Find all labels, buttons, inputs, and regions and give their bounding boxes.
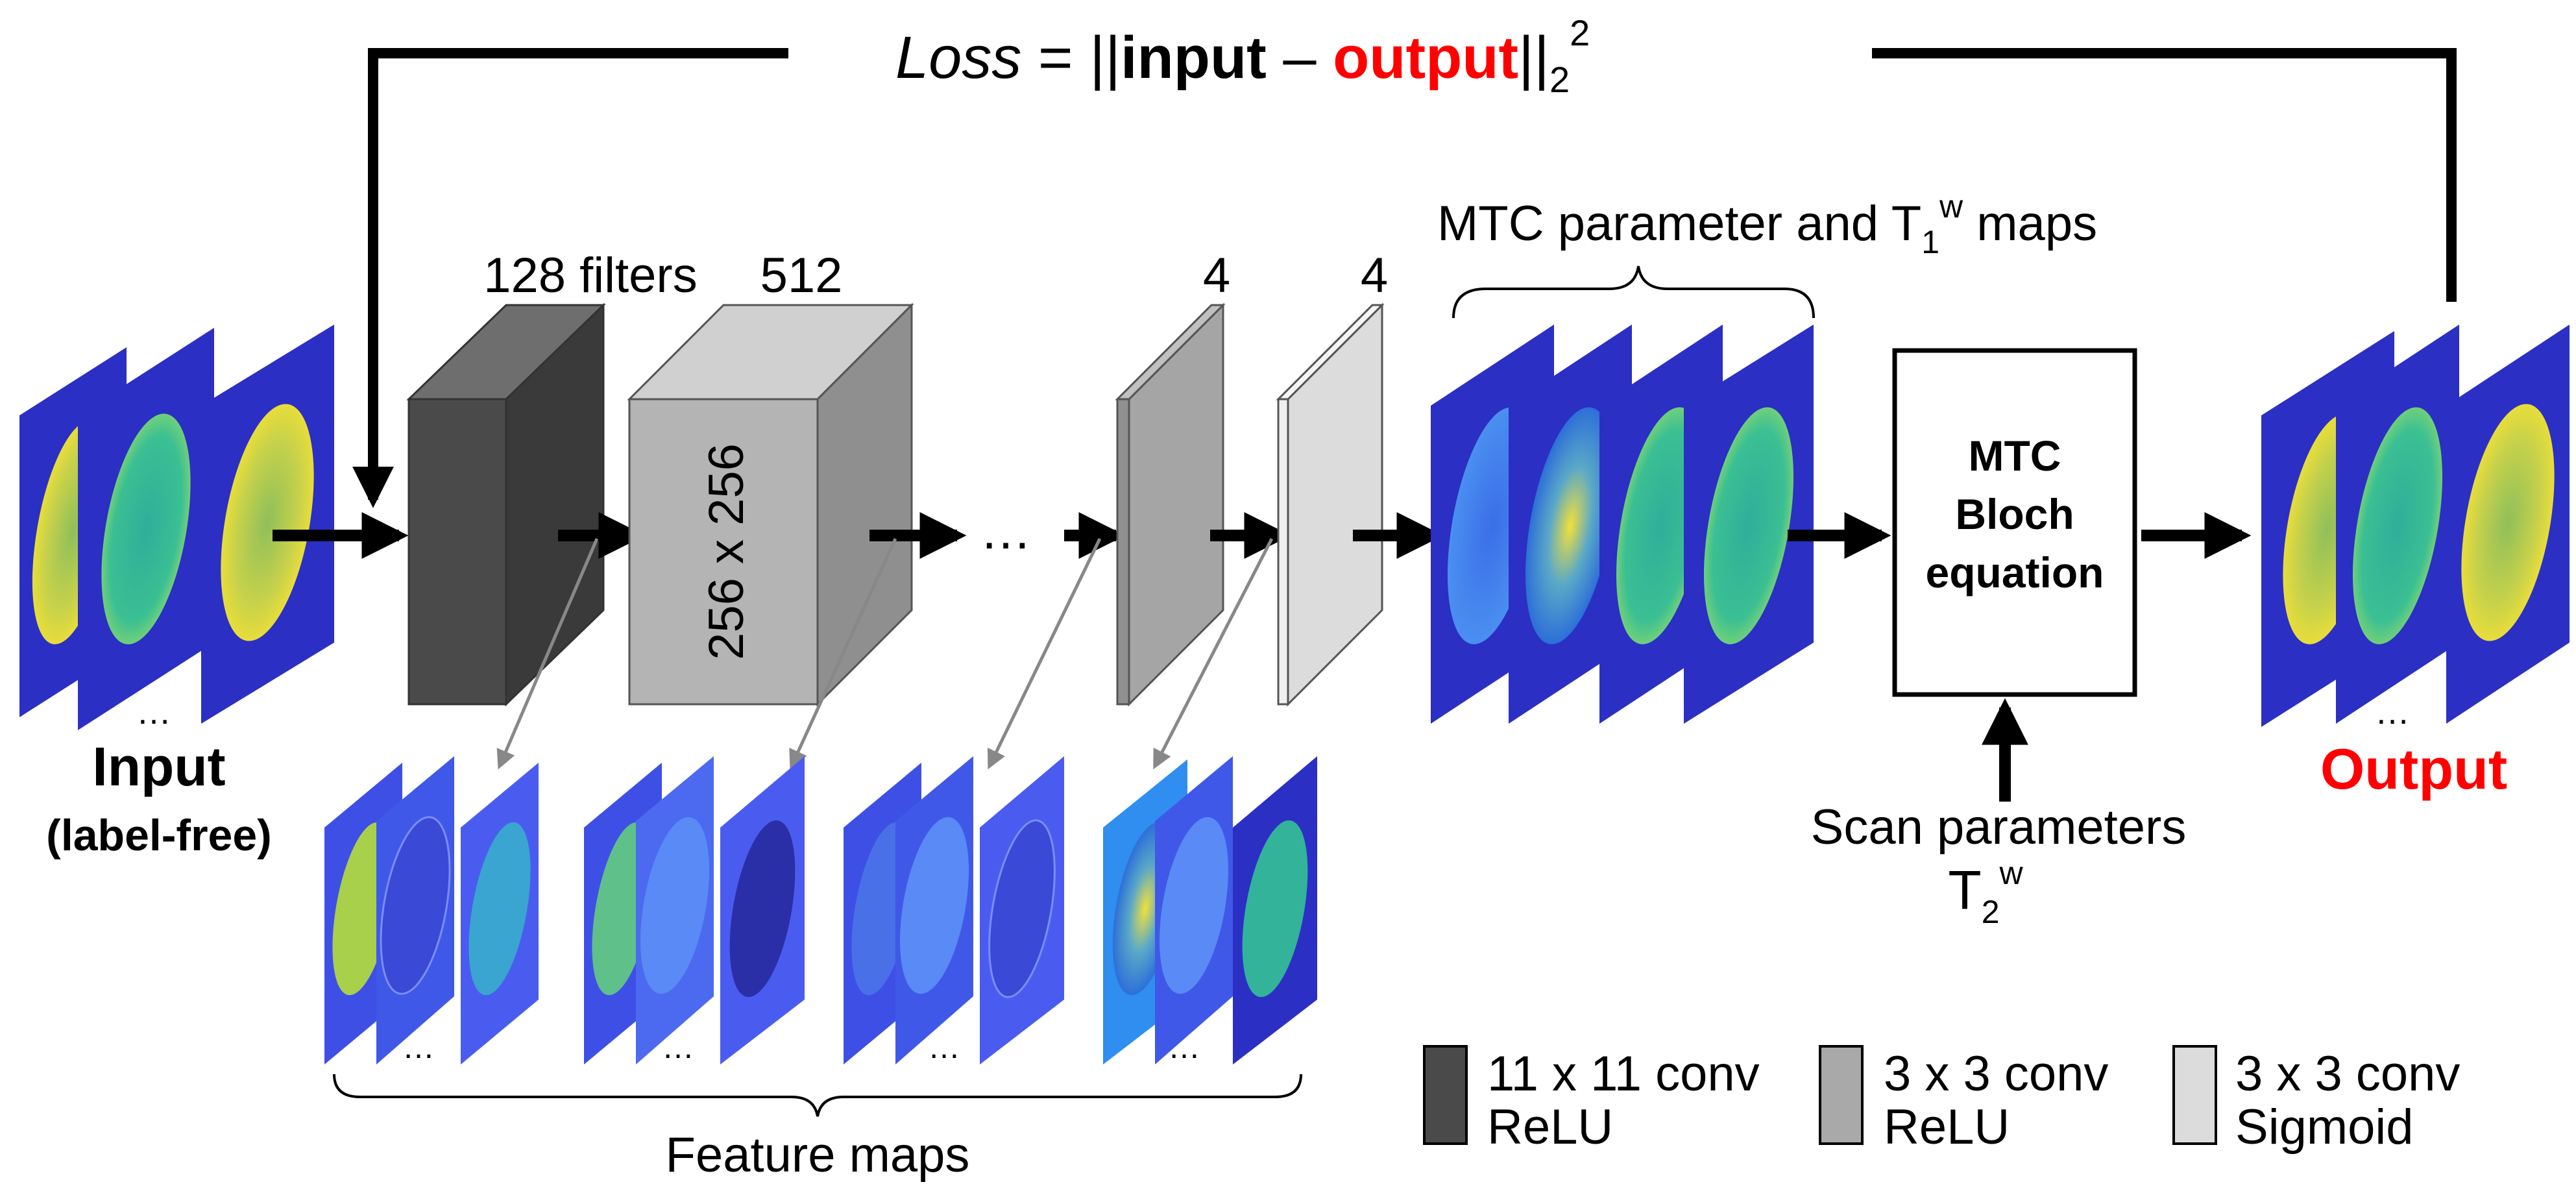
input-subtitle: (label-free): [46, 811, 272, 860]
svg-text:…: …: [928, 1029, 960, 1065]
input-slice-3: [201, 325, 334, 724]
feature-group-3: …: [844, 756, 1064, 1065]
mtc-maps-label: MTC parameter and T1w maps: [1437, 188, 2097, 260]
output-title: Output: [2320, 737, 2507, 801]
layers-ellipsis: …: [980, 502, 1032, 560]
legend-item-2: 3 x 3 conv ReLU: [1819, 1045, 2108, 1155]
svg-text:…: …: [662, 1029, 694, 1065]
feature-group-1: …: [324, 756, 539, 1065]
feature-maps-label: Feature maps: [666, 1127, 970, 1183]
bloch-equation-box: MTC Bloch equation: [1892, 348, 2137, 697]
bloch-line-3: equation: [1926, 548, 2104, 596]
conv-block-1: [406, 302, 606, 707]
bloch-line-1: MTC: [1969, 432, 2061, 480]
input-dots: …: [136, 693, 171, 732]
svg-text:ReLU: ReLU: [1884, 1100, 2010, 1155]
bloch-line-2: Bloch: [1955, 490, 2074, 538]
svg-text:ReLU: ReLU: [1487, 1100, 1613, 1155]
conv-block-4: [1276, 302, 1385, 707]
output-slice-3: [2446, 325, 2570, 724]
svg-text:11 x 11 conv: 11 x 11 conv: [1487, 1046, 1760, 1101]
feature-group-4: …: [1103, 756, 1317, 1065]
output-slice-2: [2336, 325, 2459, 724]
input-title: Input: [92, 736, 225, 797]
legend-item-1: 11 x 11 conv ReLU: [1423, 1045, 1760, 1155]
conv3-label: 4: [1203, 248, 1230, 303]
legend: 11 x 11 conv ReLU 3 x 3 conv ReLU 3 x 3 …: [1423, 1045, 2460, 1155]
loss-formula: Loss = ||input – output||22: [895, 12, 1590, 100]
loss-feedback-path: [352, 48, 2457, 508]
output-dots: …: [2375, 693, 2410, 732]
conv-block-3: [1115, 302, 1226, 707]
mtc-map-slices: [1431, 325, 1814, 724]
output-slices: [2261, 325, 2570, 727]
mtc-map-4: [1684, 325, 1814, 724]
scan-params-line-1: Scan parameters: [1811, 800, 2187, 855]
feature-maps-brace: [333, 1074, 1302, 1117]
conv2-label: 512: [760, 248, 843, 303]
feature-maps: … … … …: [324, 756, 1317, 1065]
conv2-volume-size: 256 x 256: [699, 443, 754, 660]
svg-text:…: …: [1168, 1029, 1200, 1065]
legend-item-3: 3 x 3 conv Sigmoid: [2172, 1045, 2460, 1155]
mtc-maps-brace: [1452, 265, 1815, 319]
svg-text:Sigmoid: Sigmoid: [2235, 1100, 2414, 1155]
conv4-label: 4: [1361, 248, 1388, 303]
input-slices: [19, 325, 334, 730]
feature-group-2: …: [584, 756, 805, 1065]
svg-text:3 x 3 conv: 3 x 3 conv: [1884, 1046, 2108, 1101]
scan-params-line-2: T2w: [1948, 855, 2023, 930]
svg-text:3 x 3 conv: 3 x 3 conv: [2235, 1046, 2460, 1101]
conv1-label: 128 filters: [483, 248, 698, 303]
svg-text:…: …: [402, 1029, 435, 1065]
conv-block-2: [627, 302, 914, 707]
input-slice-2: [78, 328, 214, 730]
feature-map-connectors: [496, 537, 1274, 770]
